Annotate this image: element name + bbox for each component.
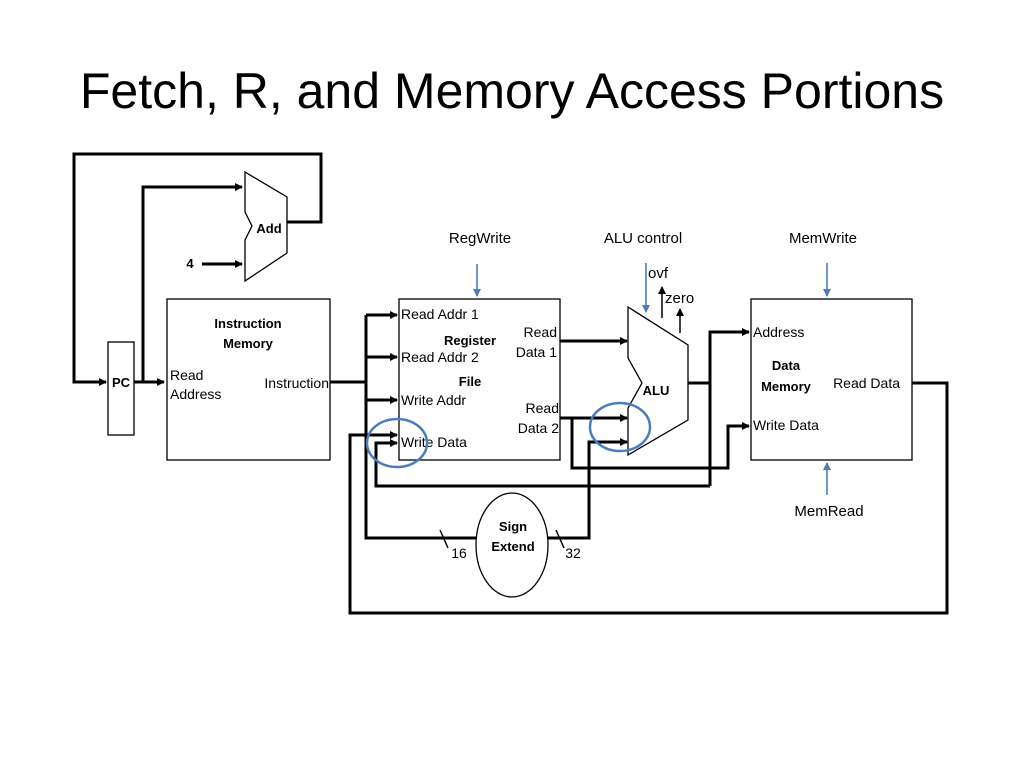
pc-register xyxy=(107,341,135,436)
rf-read-data2-b: Data 2 xyxy=(518,420,559,436)
width-tick-32 xyxy=(555,529,565,549)
rf-read-data1-b: Data 1 xyxy=(516,344,557,360)
rf-read-data1-a: Read xyxy=(524,324,557,340)
wire-alu-to-writedata xyxy=(374,439,710,488)
memread-label: MemRead xyxy=(794,503,863,520)
rf-title-1: Register xyxy=(444,333,496,348)
imem-read-1: Read xyxy=(170,367,203,383)
add-output-wire xyxy=(72,152,323,386)
dm-write-data: Write Data xyxy=(753,417,819,433)
page-title: Fetch, R, and Memory Access Portions xyxy=(79,63,945,119)
highlight-circle-write-data xyxy=(365,417,429,469)
sign-extend-label-2: Extend xyxy=(491,539,534,554)
highlight-circle-alu-input xyxy=(588,401,652,453)
zero-label: zero xyxy=(665,290,694,307)
pc-to-add-wire xyxy=(141,183,243,382)
sign-extend-label-1: Sign xyxy=(499,519,527,534)
wire-read-data2-to-dmem xyxy=(570,418,750,470)
adder-label: Add xyxy=(256,221,281,236)
dm-title-1: Data xyxy=(772,358,801,373)
instruction-bus-vertical xyxy=(364,315,476,540)
imem-instruction-out: Instruction xyxy=(264,375,329,391)
imem-title-1: Instruction xyxy=(214,316,281,331)
alu xyxy=(627,305,689,457)
wire-mem-readdata-loop xyxy=(348,381,949,615)
width-tick-16 xyxy=(439,529,449,549)
const4-label: 4 xyxy=(186,256,194,271)
rf-write-addr: Write Addr xyxy=(401,392,466,408)
sign-extend xyxy=(475,492,549,598)
dm-address: Address xyxy=(753,324,804,340)
rf-read-addr1: Read Addr 1 xyxy=(401,306,479,322)
rf-title-2: File xyxy=(459,374,481,389)
wire-sign-extend-out xyxy=(546,438,628,540)
width-16-label: 16 xyxy=(451,545,467,561)
memwrite-label: MemWrite xyxy=(789,230,857,247)
regwrite-label: RegWrite xyxy=(449,230,511,247)
data-memory xyxy=(750,298,913,461)
imem-read-2: Address xyxy=(170,386,221,402)
dm-read-data: Read Data xyxy=(833,375,900,391)
dm-title-2: Memory xyxy=(761,379,812,394)
ovf-label: ovf xyxy=(648,265,669,282)
rf-read-data2-a: Read xyxy=(526,400,559,416)
alu-label: ALU xyxy=(643,383,670,398)
wire-alu-to-address xyxy=(708,328,750,486)
pc-label: PC xyxy=(112,375,131,390)
rf-read-addr2: Read Addr 2 xyxy=(401,349,479,365)
adder xyxy=(244,170,288,283)
width-32-label: 32 xyxy=(565,545,581,561)
rf-write-data: Write Data xyxy=(401,434,467,450)
imem-title-2: Memory xyxy=(223,336,274,351)
instruction-memory xyxy=(166,298,331,461)
alucontrol-label: ALU control xyxy=(604,230,682,247)
